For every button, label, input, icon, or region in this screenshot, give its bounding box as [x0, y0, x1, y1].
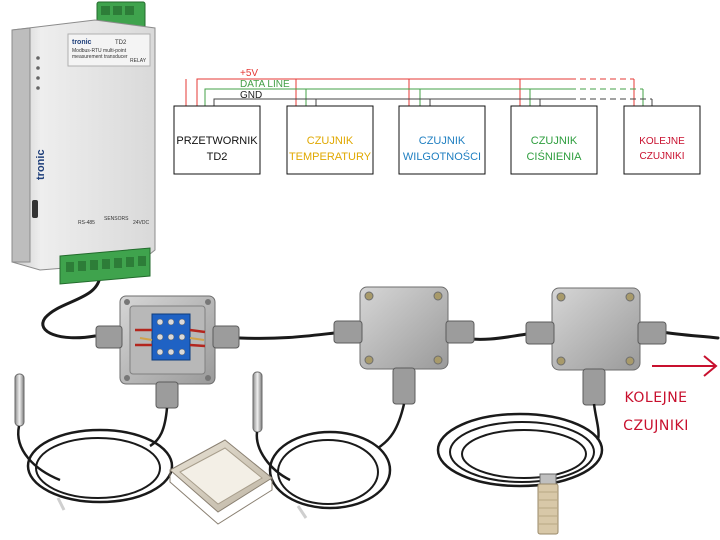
block-converter: PRZETWORNIK TD2 [173, 105, 261, 175]
block-temperature: CZUJNIK TEMPERATURY [286, 105, 374, 175]
block-more-line-2: CZUJNIKI [640, 151, 685, 162]
block-more-line-1: KOLEJNE [639, 136, 685, 147]
junction-box-3 [525, 287, 667, 406]
callout-line-2: CZUJNIKI [623, 418, 689, 434]
block-temperature-line-1: CZUJNIK [307, 135, 354, 147]
power-line [185, 78, 635, 106]
block-pressure-line-1: CZUJNIK [531, 135, 578, 147]
td2-transducer: tronic TD2 Modbus-RTU multi-point measur… [11, 1, 156, 285]
device-side-brand: tronic [35, 149, 47, 180]
device-terminal-label-24vdc: 24VDC [133, 220, 150, 226]
block-converter-line-1: PRZETWORNIK [176, 135, 258, 147]
device-subtitle-2: measurement transducer [72, 54, 128, 60]
block-converter-line-2: TD2 [207, 151, 228, 163]
data-line [204, 88, 644, 106]
block-pressure-line-2: CIŚNIENIA [526, 150, 582, 163]
device-model: TD2 [115, 40, 127, 46]
open-junction-box [95, 295, 240, 409]
device-relay-label: RELAY [130, 58, 147, 64]
more-sensors-callout: KOLEJNE CZUJNIKI [623, 355, 718, 434]
block-humidity-line-2: WILGOTNOŚCI [403, 150, 481, 163]
block-humidity-line-1: CZUJNIK [419, 135, 466, 147]
block-pressure: CZUJNIK CIŚNIENIA [510, 105, 598, 175]
ground-label: GND [240, 90, 262, 101]
spare-box-lid [169, 439, 273, 525]
temperature-probe-2 [252, 371, 406, 519]
arrow-right-icon [652, 355, 718, 377]
block-temperature-line-2: TEMPERATURY [289, 151, 372, 163]
device-terminal-label-sensors: SENSORS [104, 216, 129, 222]
bus-wiring [185, 78, 653, 106]
humidity-probe [436, 403, 604, 535]
block-humidity: CZUJNIK WILGOTNOŚCI [398, 105, 486, 175]
temperature-probe-1 [14, 373, 174, 511]
data-line-label: DATA LINE [240, 79, 290, 90]
device-brand: tronic [72, 39, 92, 46]
device-subtitle-1: Modbus-RTU multi-point [72, 48, 127, 54]
device-terminal-label-rs485: RS-485 [78, 220, 95, 226]
ground-line [213, 98, 653, 106]
junction-box-2 [333, 286, 475, 405]
power-label: +5V [240, 68, 258, 79]
callout-line-1: KOLEJNE [624, 390, 687, 406]
block-more-sensors: KOLEJNE CZUJNIKI [623, 105, 701, 175]
